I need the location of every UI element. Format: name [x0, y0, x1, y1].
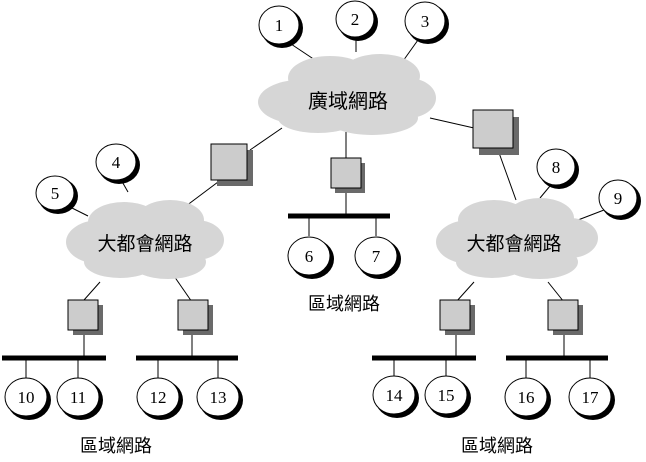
node-10: 10 — [4, 377, 51, 420]
svg-text:16: 16 — [518, 388, 535, 407]
switch-lan-3 — [439, 299, 475, 335]
node-1: 1 — [258, 5, 303, 48]
svg-text:8: 8 — [552, 158, 561, 177]
switch-wan-center — [330, 157, 365, 193]
node-5: 5 — [35, 175, 78, 214]
node-9: 9 — [598, 179, 641, 220]
svg-text:3: 3 — [421, 12, 430, 31]
node-17: 17 — [568, 377, 615, 420]
switch-wan-left — [210, 143, 253, 186]
man-left-label: 大都會網路 — [97, 233, 192, 255]
switch-lan-4 — [547, 299, 583, 335]
man-right-label: 大都會網路 — [466, 233, 561, 255]
switch-lan-1 — [67, 299, 103, 335]
wan-cloud: 廣域網路 — [258, 54, 436, 135]
svg-text:10: 10 — [18, 388, 35, 407]
wan-label: 廣域網路 — [308, 89, 388, 113]
node-14: 14 — [372, 375, 419, 418]
node-12: 12 — [136, 377, 183, 420]
svg-text:2: 2 — [351, 10, 360, 29]
svg-text:11: 11 — [70, 388, 86, 407]
svg-text:14: 14 — [386, 386, 404, 405]
svg-text:1: 1 — [275, 16, 284, 35]
node-3: 3 — [404, 1, 449, 44]
lan-left-label: 區域網路 — [80, 436, 152, 457]
svg-text:12: 12 — [150, 388, 167, 407]
node-2: 2 — [335, 0, 378, 41]
lan-center-label: 區域網路 — [308, 294, 380, 315]
node-13: 13 — [196, 377, 243, 420]
node-16: 16 — [504, 377, 551, 420]
svg-text:17: 17 — [582, 388, 600, 407]
node-6: 6 — [287, 236, 334, 279]
node-4: 4 — [95, 143, 140, 184]
node-11: 11 — [56, 377, 103, 420]
svg-text:4: 4 — [112, 153, 121, 172]
man-right-cloud: 大都會網路 — [436, 198, 598, 279]
switch-wan-right — [472, 109, 519, 155]
lan-right-label: 區域網路 — [461, 436, 533, 457]
svg-text:9: 9 — [614, 189, 623, 208]
switch-lan-2 — [177, 299, 213, 335]
svg-text:6: 6 — [305, 247, 314, 266]
man-left-cloud: 大都會網路 — [66, 200, 224, 279]
svg-text:15: 15 — [438, 386, 455, 405]
node-8: 8 — [536, 148, 579, 189]
node-15: 15 — [424, 375, 471, 418]
svg-text:7: 7 — [372, 247, 381, 266]
svg-text:5: 5 — [51, 184, 60, 203]
node-7: 7 — [354, 236, 401, 279]
svg-text:13: 13 — [210, 388, 227, 407]
